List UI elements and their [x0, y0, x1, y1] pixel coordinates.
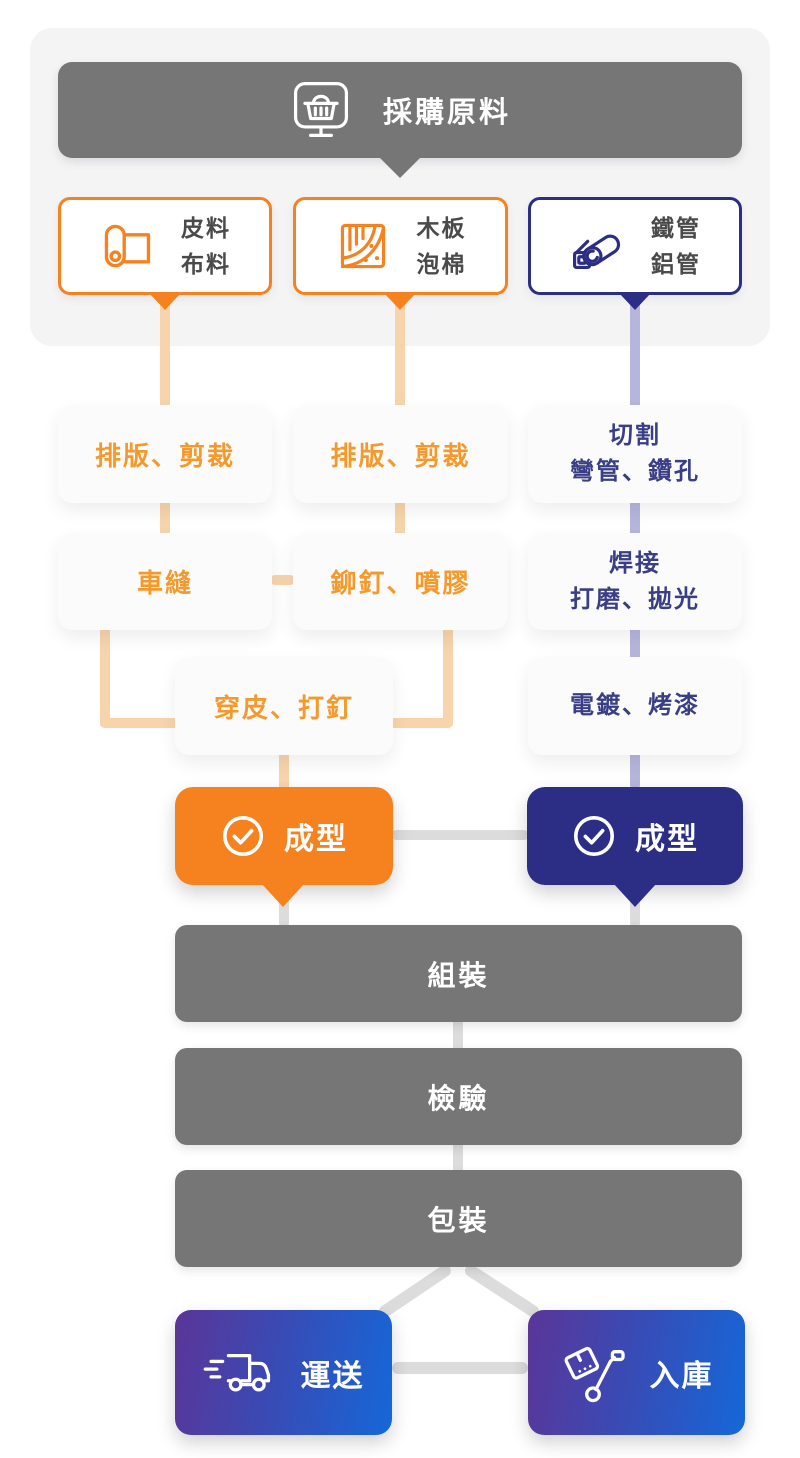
assembly-label: 組裝 [427, 959, 490, 991]
connector-rivet-down [443, 622, 453, 728]
step-label-line2: 彎管、鑽孔 [570, 458, 700, 485]
purchase-basket-icon [289, 78, 353, 142]
inspection-label: 檢驗 [427, 1082, 490, 1114]
material-line1: 鐵管 [651, 215, 701, 241]
step-label-line1: 切割 [609, 422, 661, 449]
assembly-bar: 組裝 [175, 925, 742, 1022]
packaging-bar: 包裝 [175, 1170, 742, 1267]
step-label-line2: 打磨、拋光 [570, 585, 700, 613]
step-label: 排版、剪裁 [330, 440, 471, 471]
header-pointer [379, 157, 421, 178]
material-label: 皮料 布料 [181, 210, 231, 282]
forming-label: 成型 [284, 823, 348, 856]
connector-packaging-delivery [376, 1262, 454, 1320]
step-label-line1: 焊接 [609, 549, 661, 577]
forming-left-pointer [261, 883, 305, 907]
material-line2: 布料 [181, 251, 231, 277]
step-layout-cut-1: 排版、剪裁 [58, 405, 272, 503]
step-label: 電鍍、烤漆 [570, 692, 700, 719]
forming-right-pointer [613, 883, 657, 907]
warehouse-label: 入庫 [649, 1359, 714, 1393]
connector-rivet-merge [383, 718, 453, 728]
connector-sewing-merge [100, 718, 186, 728]
warehouse-dolly-icon [560, 1342, 626, 1404]
wood-foam-icon [335, 218, 391, 274]
material-label: 鐵管 鋁管 [651, 210, 701, 282]
connector-sewing-down [100, 622, 110, 728]
forming-right-box: 成型 [527, 787, 743, 885]
packaging-label: 包裝 [427, 1204, 490, 1236]
connector-forming-horizontal [391, 830, 529, 840]
step-plating: 電鍍、烤漆 [528, 657, 742, 755]
delivery-truck-icon [203, 1346, 277, 1400]
material-fabric-pointer [149, 293, 181, 310]
material-line1: 皮料 [181, 215, 231, 241]
material-metal-pointer [619, 293, 651, 310]
material-line1: 木板 [416, 215, 467, 241]
step-label: 車縫 [136, 568, 193, 598]
material-label: 木板 泡棉 [417, 210, 467, 282]
step-label: 排版、剪裁 [94, 440, 235, 471]
forming-label: 成型 [635, 823, 699, 856]
step-leather-nail: 穿皮、打釘 [175, 657, 393, 755]
step-cutting: 切割 彎管、鑽孔 [528, 405, 742, 503]
delivery-label: 運送 [300, 1359, 365, 1393]
connector-assembly-inspection [453, 1018, 463, 1054]
material-line2: 泡棉 [416, 251, 467, 277]
purchase-header-bar: 採購原料 [58, 62, 742, 158]
connector-inspection-packaging [453, 1141, 463, 1176]
connector-merge-forming [279, 750, 289, 792]
step-label: 鉚釘、噴膠 [330, 568, 471, 598]
check-circle-icon [220, 813, 266, 859]
header-title: 採購原料 [382, 97, 511, 129]
connector-sewing-rivet [270, 575, 295, 585]
material-card-fabric: 皮料 布料 [58, 197, 272, 295]
metal-pipes-icon [569, 218, 625, 274]
connector-packaging-warehouse [462, 1262, 542, 1320]
material-line2: 鋁管 [651, 251, 701, 277]
warehouse-box: 入庫 [528, 1310, 745, 1435]
material-card-wood: 木板 泡棉 [293, 197, 508, 295]
step-label: 穿皮、打釘 [213, 692, 354, 723]
forming-left-box: 成型 [175, 787, 393, 885]
check-circle-icon [571, 813, 617, 859]
step-sewing: 車縫 [58, 533, 272, 630]
inspection-bar: 檢驗 [175, 1048, 742, 1145]
connector-delivery-warehouse [392, 1362, 528, 1374]
step-welding: 焊接 打磨、拋光 [528, 533, 742, 630]
step-layout-cut-2: 排版、剪裁 [293, 405, 508, 503]
delivery-box: 運送 [175, 1310, 392, 1435]
material-wood-pointer [384, 293, 416, 310]
step-rivet-glue: 鉚釘、噴膠 [293, 533, 508, 630]
material-card-metal: 鐵管 鋁管 [528, 197, 742, 295]
fabric-roll-icon [99, 218, 155, 274]
